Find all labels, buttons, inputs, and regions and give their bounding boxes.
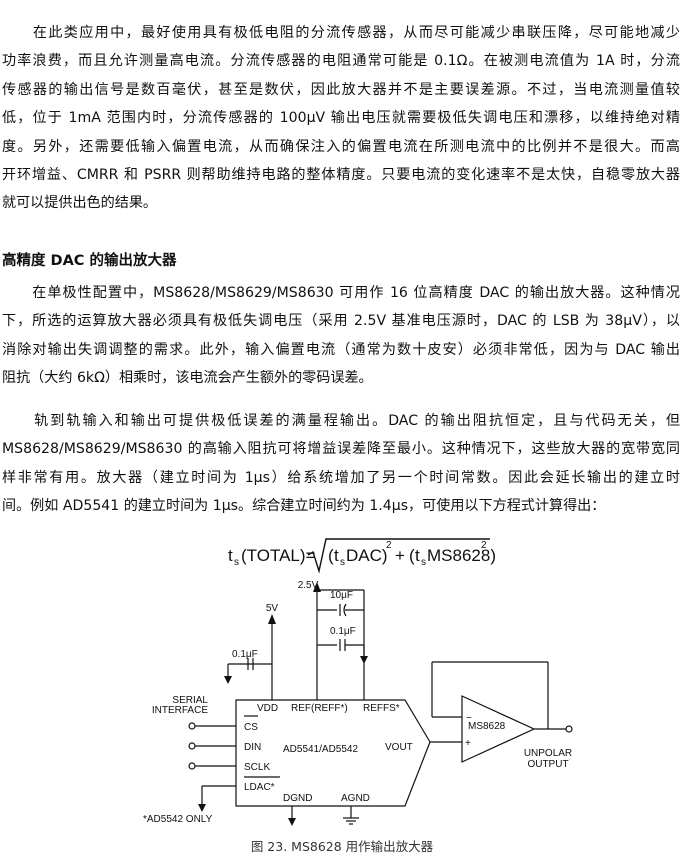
paragraph-dac-amplifier: 在单极性配置中，MS8628/MS8629/MS8630 可用作 16 位高精度… xyxy=(2,279,680,393)
chip-name: AD5541/AD5542 xyxy=(283,744,358,755)
formula-ms: MS8628) xyxy=(427,546,496,565)
pin-terminal xyxy=(188,722,196,730)
label-interface: INTERFACE xyxy=(152,705,208,716)
formula-paren: ( xyxy=(328,546,334,565)
ground-symbol xyxy=(224,676,232,684)
opamp-name: MS8628 xyxy=(468,721,506,732)
pin-reffs: REFFS* xyxy=(363,703,400,714)
opamp-body xyxy=(461,695,536,763)
text-line: 开环增益、CMRR 和 PSRR 则帮助维持电路的整体精度。只要电流的变化速率不… xyxy=(2,167,680,184)
text-line: 阻抗（大约 6kΩ）相乘时，该电流会产生额外的零码误差。 xyxy=(2,370,373,387)
text-line: 在此类应用中，最好使用具有极低电阻的分流传感器，从而尽可能减少串联压降，尽可能地… xyxy=(2,25,680,41)
paragraph-rail-to-rail: 轨到轨输入和输出可提供极低误差的满量程输出。DAC 的输出阻抗恒定，且与代码无关… xyxy=(2,407,680,521)
formula-exp2: 2 xyxy=(481,540,487,551)
pin-terminal xyxy=(188,742,196,750)
text-line: 样非常有用。放大器（建立时间为 1μs）给系统增加了另一个时间常数。因此会延长输… xyxy=(2,469,680,486)
pin-dgnd: DGND xyxy=(283,793,312,804)
formula-total: (TOTAL)= xyxy=(241,546,316,565)
formula-paren2: ( xyxy=(409,546,415,565)
label-5v: 5V xyxy=(266,603,279,614)
settling-time-formula: t s (TOTAL)= ( t s DAC) 2 + ( t s MS8628… xyxy=(228,538,496,574)
text-line: 低，位于 1mA 范围内时，分流传感器的 100μV 输出电压就需要极低失调电压… xyxy=(2,110,680,127)
pin-vdd: VDD xyxy=(257,703,278,714)
pin-terminal xyxy=(188,762,196,770)
ground-symbol xyxy=(288,818,296,826)
text-line: 间。例如 AD5541 的建立时间为 1μs。综合建立时间约为 1.4μs，可使… xyxy=(2,498,606,515)
text-line: 消除对输出失调调整的需求。此外，输入偏置电流（通常为数十皮安）必须非常低，因为与… xyxy=(2,341,680,358)
ground-symbol xyxy=(360,656,368,664)
formula-dac: DAC) xyxy=(346,546,388,565)
label-cap-10uf: 10μF xyxy=(330,590,353,601)
paragraph-shunt-sensor: 在此类应用中，最好使用具有极低电阻的分流传感器，从而尽可能减少串联压降，尽可能地… xyxy=(2,19,680,218)
sqrt-symbol xyxy=(307,538,490,574)
text-line: 轨到轨输入和输出可提供极低误差的满量程输出。DAC 的输出阻抗恒定，且与代码无关… xyxy=(2,413,680,429)
formula-exp1: 2 xyxy=(386,540,392,551)
formula-t: t xyxy=(228,546,233,565)
formula-sub-s3: s xyxy=(421,557,426,568)
output-terminal xyxy=(565,725,573,733)
text-line: 在单极性配置中，MS8628/MS8629/MS8630 可用作 16 位高精度… xyxy=(2,285,680,301)
pin-cs: CS xyxy=(244,722,258,733)
dac-chip-body xyxy=(235,699,431,807)
pin-din: DIN xyxy=(244,742,261,753)
formula-plus: + xyxy=(395,546,405,565)
footnote-ad5542: *AD5542 ONLY xyxy=(143,814,213,825)
text-line: MS8628/MS8629/MS8630 的高输入阻抗可将增益误差降至最小。这种… xyxy=(2,441,680,458)
formula-t2: t xyxy=(334,546,339,565)
label-unipolar: UNPOLAR xyxy=(524,748,572,759)
pin-ref: REF(REFF*) xyxy=(291,703,348,714)
text-line: 传感器的输出信号是数百毫伏，甚至是数伏，因此放大器并不是主要误差源。不过，当电流… xyxy=(2,81,680,98)
label-output: OUTPUT xyxy=(527,759,568,770)
label-cap-01uf: 0.1μF xyxy=(330,626,356,637)
formula-sub-s2: s xyxy=(340,557,345,568)
opamp-plus: + xyxy=(465,738,471,749)
text-line: 下，所选的运算放大器必须具有极低失调电压（采用 2.5V 基准电压源时，DAC … xyxy=(2,313,680,330)
pin-vout: VOUT xyxy=(385,742,413,753)
supply-arrow-2v5 xyxy=(313,582,321,592)
opamp-minus: − xyxy=(466,713,472,724)
supply-arrow-5v xyxy=(268,614,276,624)
pin-ldac: LDAC* xyxy=(244,782,275,793)
figure-caption: 图 23. MS8628 用作输出放大器 xyxy=(250,839,434,854)
section-heading: 高精度 DAC 的输出放大器 xyxy=(2,253,177,269)
text-line: 功率浪费，而且允许测量高电流。分流传感器的电阻通常可能是 0.1Ω。在被测电流值… xyxy=(2,53,680,70)
pin-agnd: AGND xyxy=(341,793,370,804)
text-line: 就可以提供出色的结果。 xyxy=(2,195,158,212)
ground-symbol xyxy=(198,804,206,812)
text-line: 度。另外，还需要低输入偏置电流，从而确保注入的偏置电流在所测电流中的比例并不是很… xyxy=(2,138,680,155)
formula-sub-s: s xyxy=(234,557,239,568)
label-serial: SERIAL xyxy=(172,695,208,706)
pin-sclk: SCLK xyxy=(244,762,270,773)
label-2v5: 2.5V xyxy=(298,580,319,591)
label-cap-01uf-vdd: 0.1μF xyxy=(232,649,258,660)
formula-t3: t xyxy=(415,546,420,565)
